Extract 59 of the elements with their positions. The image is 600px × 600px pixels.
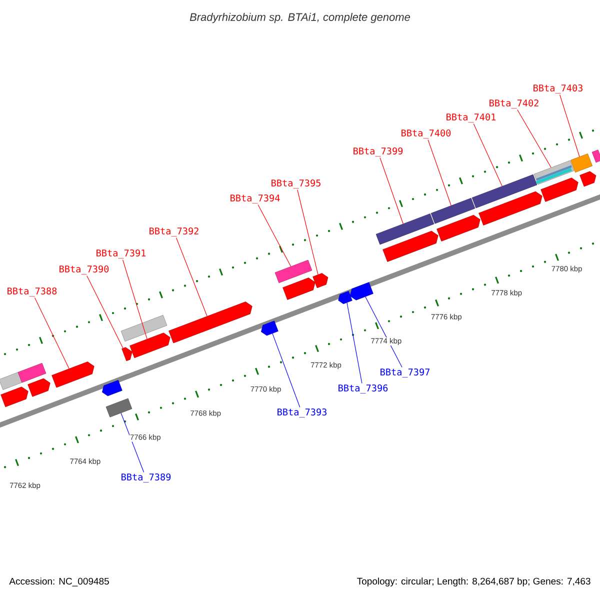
gene-block [261, 320, 278, 336]
feature-block [472, 174, 538, 208]
feature-block [592, 150, 600, 163]
gene-label: BBta_7394 [230, 194, 280, 204]
genome-summary: Topology: circular; Length: 8,264,687 bp; Genes: 7,463 [357, 578, 590, 586]
gene-label: BBta_7402 [490, 99, 538, 109]
gene-label: BBta_7392 [150, 227, 198, 237]
feature-block [0, 372, 22, 390]
gene-block [540, 178, 578, 202]
feature-block [376, 214, 434, 245]
gene-block [0, 386, 28, 408]
gene-block [52, 362, 94, 388]
leader-line [365, 296, 402, 368]
gene-label: BBta_7391 [96, 249, 146, 259]
gene-block [478, 191, 542, 226]
feature-block [274, 260, 312, 284]
feature-block [430, 198, 476, 224]
gene-block [122, 347, 132, 362]
gene-label: BBta_7403 [534, 84, 582, 94]
accession-text: Accession: NC_009485 [9, 578, 109, 586]
leader-line [560, 94, 580, 157]
leader-line [428, 139, 452, 206]
gene-block [580, 171, 596, 187]
leader-line [258, 204, 292, 267]
leader-line [517, 109, 552, 168]
gene-block [168, 302, 252, 344]
leader-line [297, 189, 318, 275]
leader-line [120, 412, 144, 473]
gene-label: BBta_7397 [380, 368, 430, 378]
leader-line [176, 237, 208, 316]
leader-line [272, 333, 300, 408]
gene-label: BBta_7400 [402, 129, 451, 139]
gene-block [312, 273, 328, 288]
gene-label: BBta_7390 [60, 265, 109, 275]
leader-line [86, 275, 124, 348]
title: Bradyrhizobium sp. BTAi1, complete genome [190, 12, 410, 24]
leader-line [380, 157, 404, 224]
leader-line [122, 259, 148, 340]
gene-label: BBta_7393 [278, 408, 326, 418]
gene-block [382, 230, 438, 262]
gene-block [130, 332, 170, 358]
feature-block [18, 362, 46, 383]
gene-label: BBta_7401 [446, 113, 496, 123]
gene-label: BBta_7399 [354, 147, 403, 157]
feature-block [106, 398, 132, 418]
gene-label: BBta_7389 [122, 473, 171, 483]
leader-line [473, 123, 502, 186]
feature-block [570, 154, 593, 173]
leader-line [346, 302, 362, 384]
gene-block [338, 290, 352, 304]
gene-block [282, 278, 316, 300]
gene-label: BBta_7396 [338, 384, 388, 394]
gene-block [28, 378, 50, 397]
gene-label: BBta_7395 [272, 179, 320, 189]
leader-line [34, 297, 70, 369]
feature-block [120, 314, 168, 342]
gene-block [102, 380, 122, 396]
gene-label: BBta_7388 [8, 287, 57, 297]
gene-block [436, 214, 480, 242]
